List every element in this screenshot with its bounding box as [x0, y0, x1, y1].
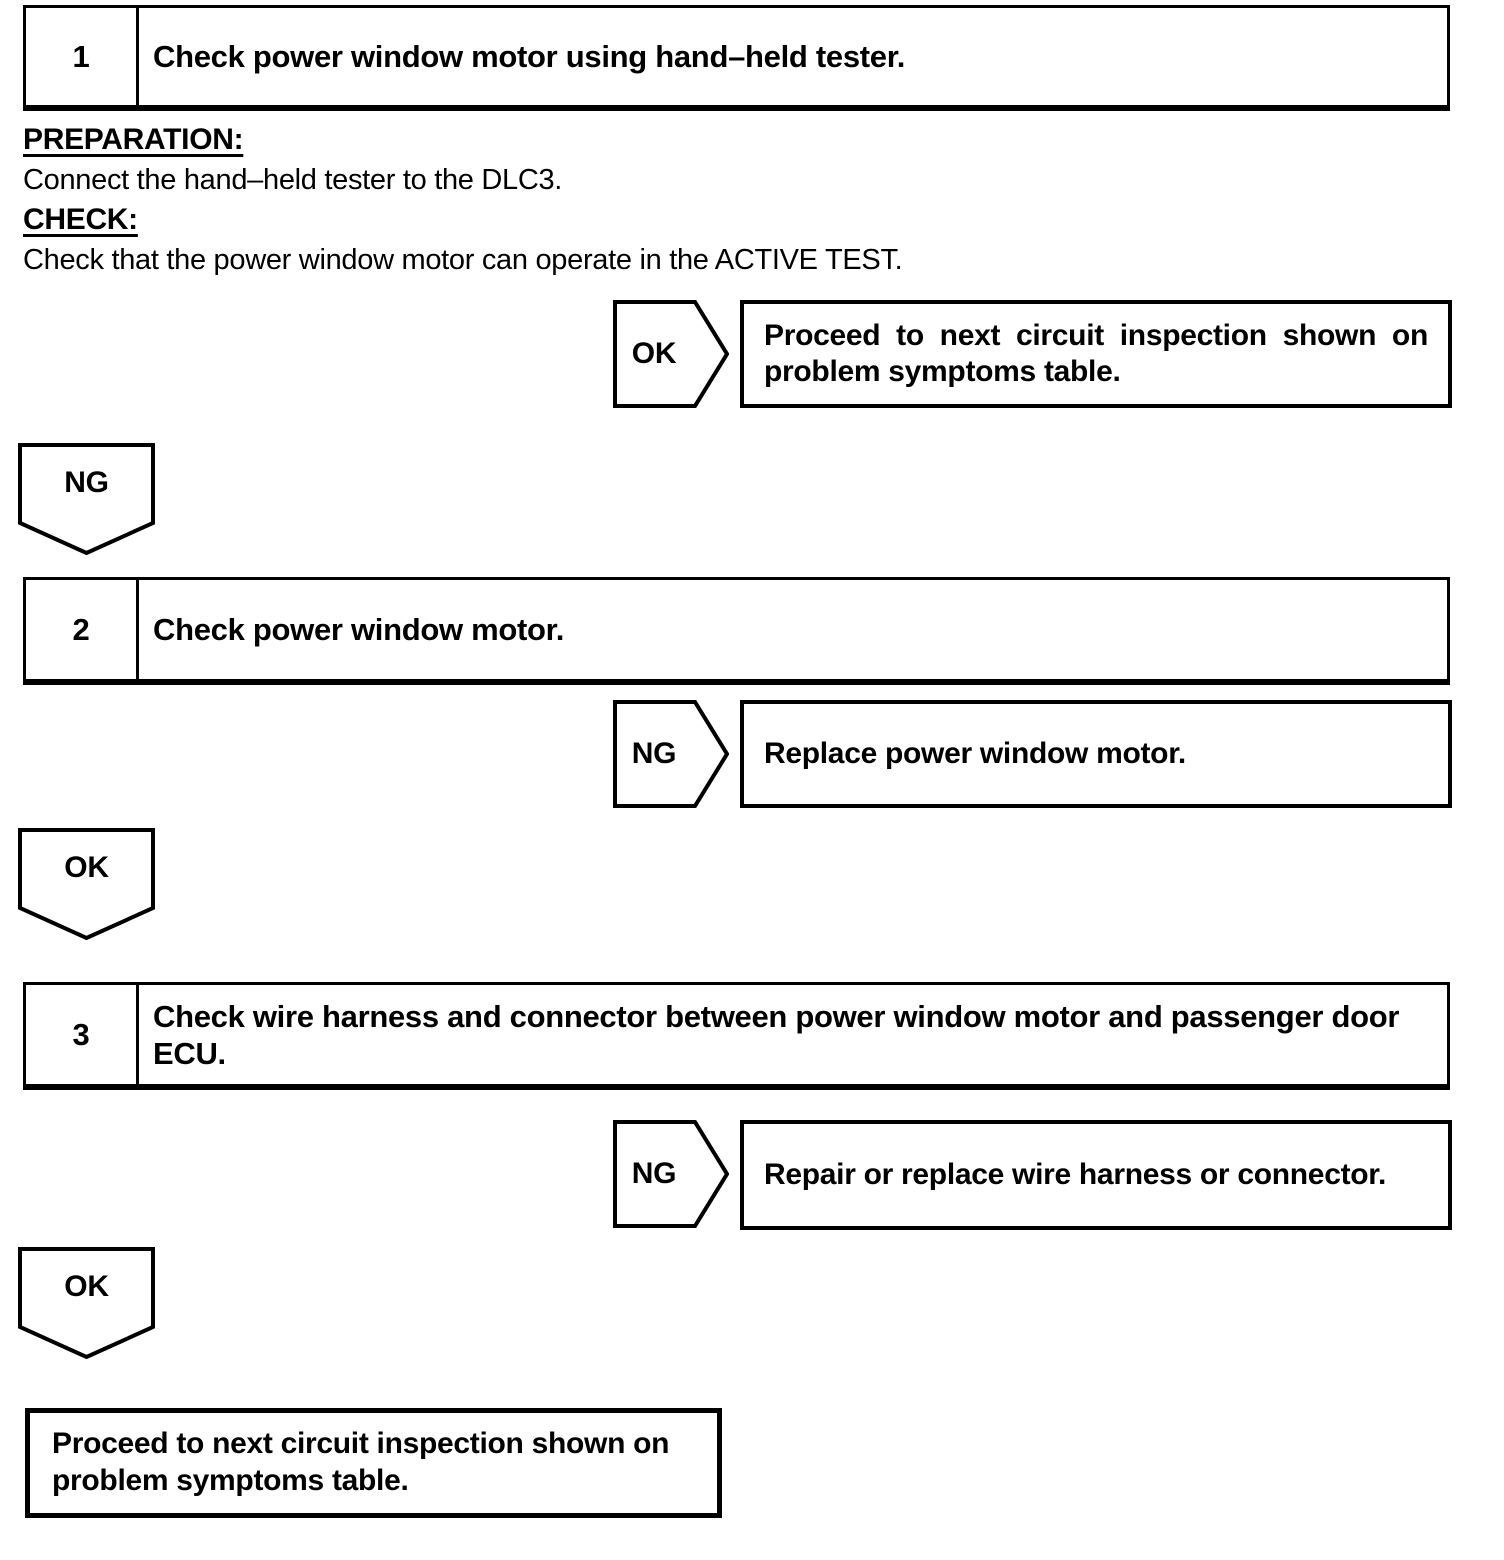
branch-tag: NG: [631, 1157, 677, 1190]
down-arrow-pentagon-icon: [18, 1247, 155, 1359]
right-arrow-pentagon-icon: [613, 300, 729, 408]
check-text: Check that the power window motor can op…: [23, 244, 903, 276]
result-text: Proceed to next circuit inspection shown…: [764, 319, 1428, 388]
final-result-text: Proceed to next circuit inspection shown…: [52, 1427, 670, 1497]
step-1-instructions: PREPARATION: Connect the hand–held teste…: [23, 120, 1453, 280]
ng-branch-connector-2: NG: [613, 700, 729, 808]
connector-tag: OK: [64, 1270, 109, 1303]
right-arrow-pentagon-icon: [613, 700, 729, 808]
ng-down-connector-1: NG: [18, 443, 155, 555]
branch-tag: NG: [631, 737, 677, 770]
final-result-box: Proceed to next circuit inspection shown…: [25, 1408, 722, 1518]
check-heading: CHECK:: [23, 203, 138, 236]
right-arrow-pentagon-icon: [613, 1120, 729, 1228]
result-text: Replace power window motor.: [764, 737, 1186, 770]
step-1-box: 1 Check power window motor using hand–he…: [23, 5, 1450, 111]
preparation-text: Connect the hand–held tester to the DLC3…: [23, 164, 563, 196]
step-1-number: 1: [26, 8, 139, 105]
ok-down-connector-2: OK: [18, 1247, 155, 1359]
result-box-3: Repair or replace wire harness or connec…: [740, 1120, 1452, 1230]
step-2-number: 2: [26, 580, 139, 679]
branch-tag: OK: [631, 337, 677, 370]
ng-branch-connector-3: NG: [613, 1120, 729, 1228]
step-2-title: Check power window motor.: [153, 612, 565, 647]
result-text: Repair or replace wire harness or connec…: [764, 1158, 1387, 1191]
step-1-title: Check power window motor using hand–held…: [153, 39, 906, 74]
step-3-number: 3: [26, 985, 139, 1084]
result-box-2: Replace power window motor.: [740, 700, 1452, 808]
step-3-box: 3 Check wire harness and connector betwe…: [23, 982, 1450, 1090]
preparation-heading: PREPARATION:: [23, 123, 244, 156]
connector-tag: OK: [64, 851, 109, 884]
down-arrow-pentagon-icon: [18, 828, 155, 940]
down-arrow-pentagon-icon: [18, 443, 155, 555]
step-3-title: Check wire harness and connector between…: [153, 998, 1400, 1071]
connector-tag: NG: [64, 466, 109, 499]
result-box-1: Proceed to next circuit inspection shown…: [740, 300, 1452, 408]
ok-down-connector-1: OK: [18, 828, 155, 940]
step-2-box: 2 Check power window motor.: [23, 577, 1450, 685]
ok-branch-connector-1: OK: [613, 300, 729, 408]
